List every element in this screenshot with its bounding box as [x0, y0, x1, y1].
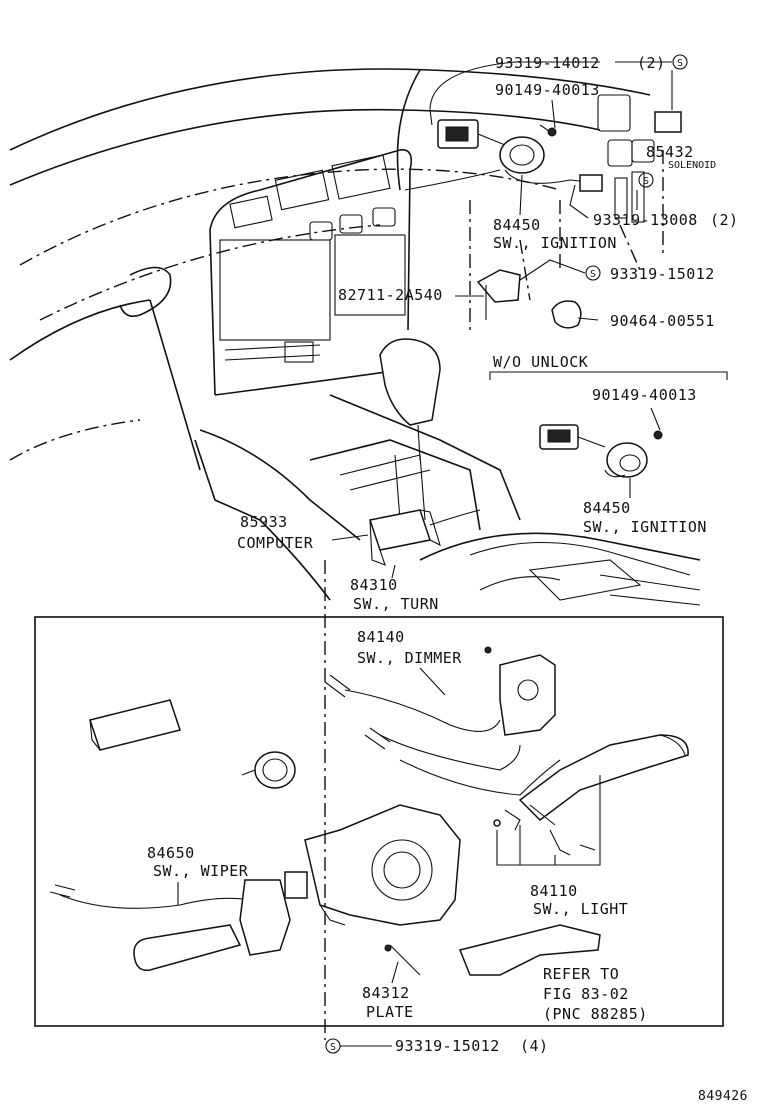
screw-symbol-top [672, 54, 688, 70]
label-turn-name: SW., TURN [353, 595, 439, 613]
label-plate-part: 84312 [362, 984, 410, 1002]
label-dimmer-part: 84140 [357, 628, 405, 646]
label-dimmer-name: SW., DIMMER [357, 649, 462, 667]
label-screw-15012: 93319-15012 [610, 265, 715, 283]
label-wo-unlock-title: W/O UNLOCK [493, 353, 588, 371]
label-bolt-top: 90149-40013 [495, 81, 600, 99]
label-screw-top-part: 93319-14012 [495, 54, 600, 72]
label-screw-top-qty: (2) [637, 54, 666, 72]
wo-unlock-ignition [539, 424, 663, 478]
screw-symbol-mid-text: S [643, 176, 649, 187]
label-bracket: 82711-2A540 [338, 286, 443, 304]
turn-switch-group-frame [34, 616, 724, 1027]
label-solenoid-name: SOLENOID [668, 160, 716, 171]
dimmer-switch [324, 646, 556, 771]
label-wiper-name: SW., WIPER [153, 862, 249, 880]
label-light-name: SW., LIGHT [533, 900, 628, 918]
ignition-switch-assembly [437, 111, 682, 329]
label-screw-bottom-part: 93319-15012 [395, 1037, 500, 1055]
leader-lines [177, 61, 728, 1047]
label-plate-name: PLATE [366, 1003, 414, 1021]
label-computer-name: COMPUTER [237, 534, 314, 552]
label-screw-mid-qty: (2) [710, 211, 739, 229]
turn-misc-parts [89, 699, 601, 976]
screw-symbol-mid [638, 172, 654, 188]
label-solenoid-part: 85432 [646, 143, 694, 161]
dashboard-illustration [9, 68, 701, 606]
label-refer-line1: REFER TO [543, 965, 619, 983]
label-refer-line3: (PNC 88285) [543, 1005, 648, 1023]
wiper-switch [49, 871, 308, 972]
turn-switch-body [304, 804, 461, 976]
label-wo-unlock-ignition-part: 84450 [583, 499, 631, 517]
screw-symbol-bottom [325, 1038, 341, 1054]
figure-number: 849426 [698, 1089, 748, 1104]
label-computer-part: 85933 [240, 513, 288, 531]
label-turn-part: 84310 [350, 576, 398, 594]
light-switch [399, 734, 689, 866]
screw-symbol-15012-text: S [590, 269, 596, 280]
computer-unit [369, 509, 481, 566]
label-wo-unlock-ignition-name: SW., IGNITION [583, 518, 707, 536]
screw-symbol-15012 [585, 265, 601, 281]
label-refer-line2: FIG 83-02 [543, 985, 629, 1003]
label-wiper-part: 84650 [147, 844, 195, 862]
label-screw-mid-part: 93319-13008 [593, 211, 698, 229]
screw-symbols: S S S S [325, 54, 688, 1054]
label-ring: 90464-00551 [610, 312, 715, 330]
screw-symbol-bottom-text: S [330, 1042, 336, 1053]
label-wo-unlock-bolt: 90149-40013 [592, 386, 697, 404]
label-light-part: 84110 [530, 882, 578, 900]
label-screw-bottom-qty: (4) [520, 1037, 549, 1055]
label-ignition-main-name: SW., IGNITION [493, 234, 617, 252]
label-ignition-main-part: 84450 [493, 216, 541, 234]
screw-symbol-top-text: S [677, 58, 683, 69]
